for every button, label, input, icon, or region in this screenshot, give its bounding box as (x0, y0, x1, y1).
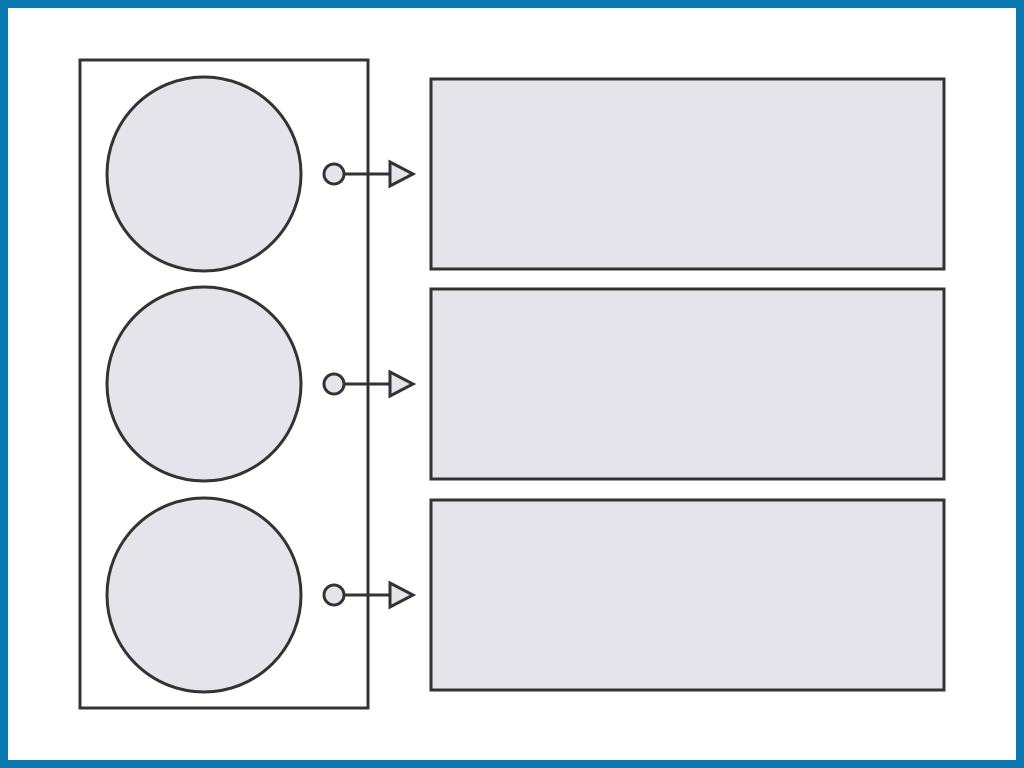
diagram-row-2 (105, 285, 946, 483)
row-2-circle (105, 285, 303, 483)
row-1-box (429, 77, 946, 271)
rows-layer (105, 75, 946, 694)
diagram-row-3 (105, 496, 946, 694)
row-1-circle (105, 75, 303, 273)
row-3-connector-dot (322, 583, 346, 607)
row-1-connector-dot (322, 162, 346, 186)
row-3-circle (105, 496, 303, 694)
row-3-box (429, 498, 946, 692)
row-2-arrowhead-icon (388, 369, 417, 399)
row-2-connector-dot (322, 372, 346, 396)
diagram-row-1 (105, 75, 946, 273)
row-3-arrowhead-icon (388, 580, 417, 610)
row-2-box (429, 287, 946, 481)
row-1-arrowhead-icon (388, 159, 417, 189)
